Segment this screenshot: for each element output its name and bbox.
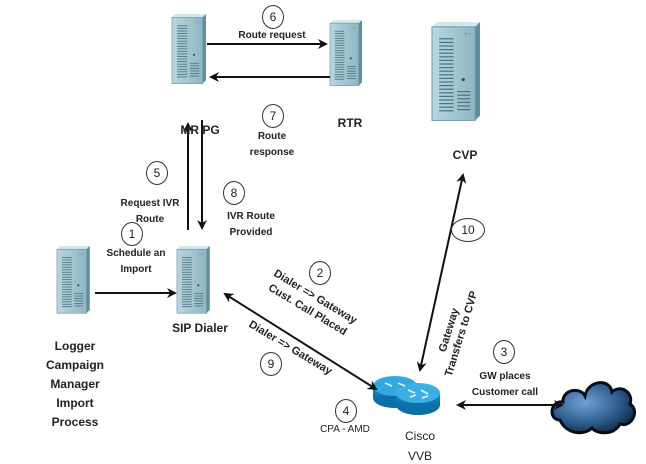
server-icon-sipdialer [176, 245, 211, 314]
step-badge-8: 8 [223, 181, 245, 205]
step-text-line: Import [120, 264, 152, 275]
step-badge-9: 9 [260, 352, 282, 376]
step-text-5: Request IVR Route [112, 197, 188, 226]
arrow-gateway-cvp [416, 173, 467, 372]
router-icon-vvb [373, 376, 440, 415]
step-badge-5: 5 [146, 161, 168, 185]
node-label-logger: Logger Campaign Manager Import Process [30, 339, 120, 430]
node-label-sipdialer: SIP Dialer [172, 321, 228, 335]
step-text-line: Route [257, 131, 287, 142]
step-text-3: GW places Customer call [462, 370, 548, 399]
logger-label-line: Logger [54, 339, 96, 353]
node-label-rtr: RTR [337, 116, 363, 130]
step-text-line: GW places [479, 371, 531, 382]
step-text-line: IVR Route [227, 211, 275, 222]
step-text-line: Route [135, 214, 165, 225]
step-text-line: Provided [229, 227, 273, 238]
step-text-line: response [249, 147, 295, 158]
node-label-vvb: Cisco VVB [395, 429, 445, 464]
server-icon-logger [56, 245, 91, 314]
server-icon-cvp [431, 21, 481, 122]
step-text-1-block: Schedule an Import [100, 247, 172, 276]
step-text-line: Schedule an [106, 248, 166, 259]
step-text-7: Route response [242, 130, 302, 159]
server-icon-mrpg [171, 13, 207, 85]
step-text-6: Route request [238, 30, 306, 41]
step-text-line: Customer call [471, 387, 539, 398]
step-badge-6: 6 [262, 5, 284, 29]
step-text-4: CPA - AMD [320, 424, 370, 435]
step-badge-3: 3 [493, 340, 515, 364]
vvb-label-line: VVB [407, 449, 432, 463]
node-label-cvp: CVP [452, 148, 478, 162]
step-badge-1: 1 [121, 222, 143, 246]
server-icon-rtr [329, 19, 363, 86]
logger-label-line: Manager [50, 377, 100, 391]
logger-label-line: Campaign [45, 358, 104, 372]
node-label-mrpg: MR PG [180, 123, 220, 137]
step-badge-2: 2 [309, 261, 331, 285]
arrow-dialer-gateway [223, 292, 378, 391]
cloud-icon-pstn [550, 381, 636, 435]
logger-label-line: Import [56, 396, 94, 410]
step-badge-4: 4 [335, 399, 357, 423]
step-badge-7: 7 [262, 104, 284, 128]
logger-label-line: Process [51, 415, 99, 429]
step-text-line: Request IVR [120, 198, 180, 209]
step-badge-10: 10 [451, 218, 485, 242]
step-text-8: IVR Route Provided [218, 210, 284, 239]
vvb-label-line: Cisco [404, 429, 435, 443]
